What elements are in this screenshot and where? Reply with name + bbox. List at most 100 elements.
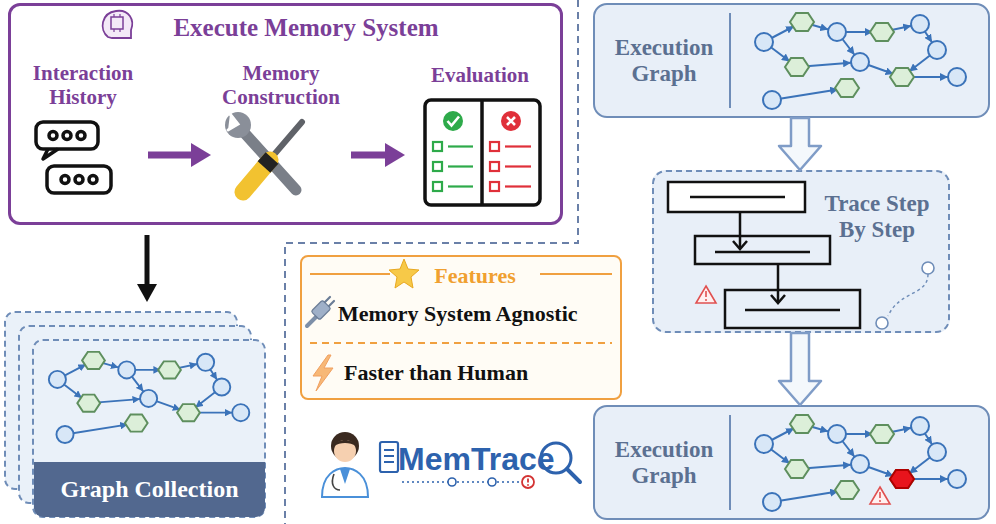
checklist-icon [433, 142, 473, 191]
checklist-icon [433, 162, 442, 171]
checklist-icon [448, 185, 473, 187]
flow-arrow [351, 152, 393, 159]
brain-chip-icon [111, 17, 123, 29]
system-panel: Execute Memory SystemInteraction History… [8, 3, 563, 225]
step-node: Evaluation [405, 58, 555, 208]
chat-icon [47, 166, 111, 193]
block-arrow [779, 333, 821, 405]
graph-collection: Graph Collection [5, 312, 267, 519]
checklist-icon [433, 182, 442, 191]
graph-dividers [729, 415, 731, 510]
collected-graph [49, 352, 249, 443]
tools-icon [264, 158, 272, 167]
graph-dividers [729, 13, 731, 510]
trace-steps [705, 299, 707, 301]
step-node: Memory Construction [211, 58, 351, 208]
doctor-icon [334, 440, 356, 462]
trace-steps [668, 182, 934, 329]
node-heading: Graph Collection [34, 462, 265, 517]
chat-icon [36, 122, 111, 193]
trace-steps [690, 196, 785, 199]
node-text: Memory System Agnostic [338, 299, 620, 329]
checklist-icon [448, 165, 473, 167]
logo-ornament [384, 450, 394, 462]
step-node: Interaction History [18, 58, 148, 208]
trace-steps [922, 262, 934, 274]
logo-ornament [527, 479, 529, 483]
flow-arrow [145, 235, 150, 292]
brain-chip-icon [103, 11, 133, 38]
node-heading: Evaluation [405, 60, 555, 92]
plug-icon [307, 297, 334, 326]
tools-icon [240, 128, 296, 190]
trace-steps [696, 286, 716, 303]
logo-ornament [380, 442, 580, 488]
failing-step-marker [879, 492, 881, 498]
checklist-icon [425, 100, 540, 205]
features-ornament [310, 259, 612, 343]
checklist-icon [448, 145, 473, 147]
execution-graph-box: Execution Graph [593, 3, 990, 118]
logo-ornament [541, 443, 571, 473]
trace-steps [715, 251, 810, 254]
logo-ornament [488, 478, 496, 486]
trace-steps [725, 290, 860, 328]
trace-steps [876, 317, 888, 329]
features-ornament [310, 273, 390, 275]
stacked-graph-cards [5, 312, 265, 517]
trace-steps [771, 295, 785, 303]
plug-icon [307, 315, 318, 326]
failing-step-marker [870, 487, 890, 504]
logo-ornament [380, 442, 398, 472]
doctor-icon [331, 432, 359, 460]
chat-icon [89, 176, 97, 184]
checklist-icon [505, 165, 531, 167]
graph-dividers [729, 13, 731, 108]
node-heading: Execute Memory System [106, 10, 506, 46]
node-heading: Features [414, 261, 536, 291]
checklist-icon [425, 100, 540, 205]
features-ornament [310, 342, 612, 344]
checklist-icon [507, 117, 515, 125]
execution-graph-bottom [755, 415, 966, 511]
checklist-icon [490, 182, 499, 191]
trace-steps [777, 264, 780, 302]
trace-steps [739, 212, 742, 248]
node-heading: Memory Construction [211, 58, 351, 114]
logo-ornament [527, 484, 529, 486]
stacked-graph-cards [33, 340, 265, 517]
logo-ornament [567, 469, 580, 482]
doctor-icon [340, 469, 350, 484]
execution-graph-box: Execution Graph [593, 405, 990, 520]
checklist-icon [433, 142, 442, 151]
checklist-icon [448, 117, 460, 126]
checklist-icon [480, 100, 484, 205]
flow-arrow [148, 152, 199, 159]
tools-icon [228, 114, 238, 130]
node-heading: Execution Graph [599, 23, 729, 98]
chat-icon [77, 132, 85, 140]
tools-icon [243, 160, 270, 192]
execution-graph-bottom [755, 415, 966, 511]
logo-ornament [402, 481, 522, 483]
trace-steps [733, 241, 747, 249]
doctor-icon [332, 474, 340, 490]
doctor-icon [322, 432, 368, 497]
execution-graph-top [755, 13, 966, 109]
checklist-icon [505, 185, 531, 187]
execution-graph-top [755, 13, 966, 109]
collected-graph [49, 352, 249, 443]
lightning-icon [313, 355, 333, 391]
doctor-icon [322, 468, 368, 497]
lightning-icon [313, 355, 333, 391]
checklist-icon [505, 145, 531, 147]
checklist-icon [443, 111, 463, 131]
node-text: Faster than Human [344, 358, 584, 388]
features-ornament [389, 259, 419, 288]
chat-icon [75, 176, 83, 184]
logo-wordmark: MemTrace [398, 440, 555, 478]
tools-icon [225, 112, 251, 138]
doctor-icon [334, 440, 356, 446]
